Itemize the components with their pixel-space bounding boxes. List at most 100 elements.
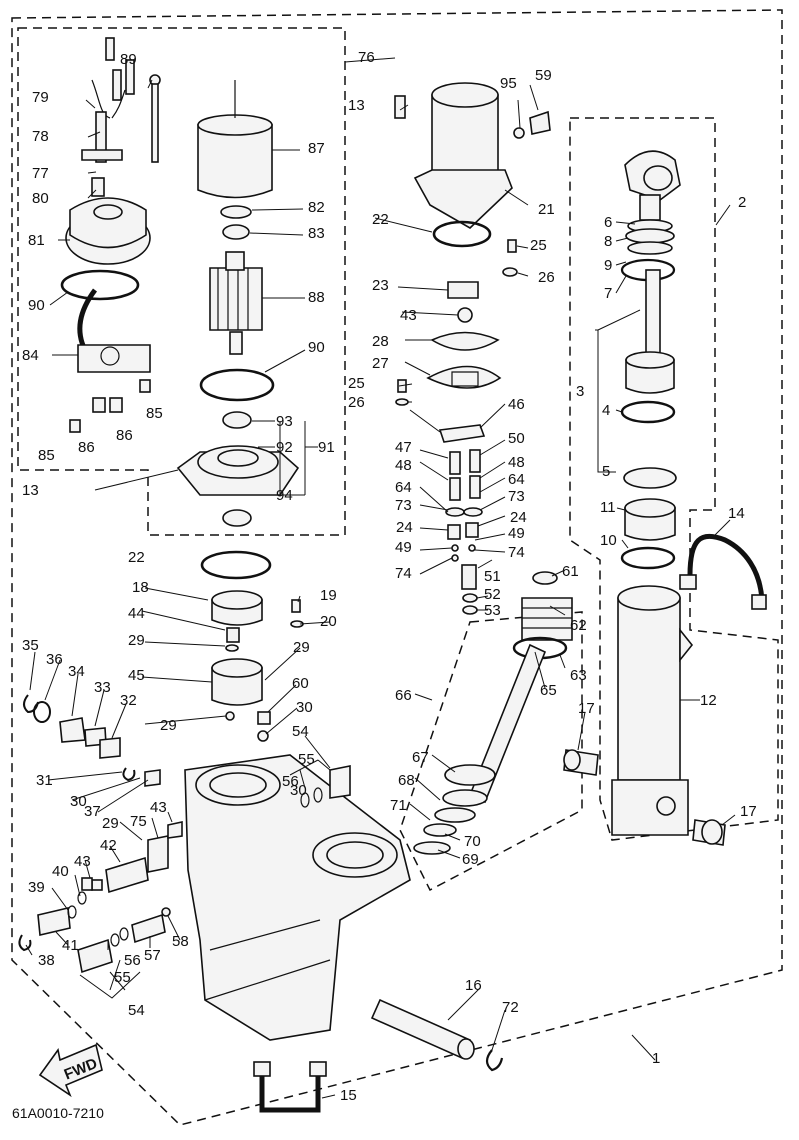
- callout-label: 33: [94, 679, 111, 696]
- callout-label: 56: [124, 952, 141, 969]
- callout-label: 56: [282, 773, 299, 790]
- callout-label: 46: [508, 396, 525, 413]
- callout-label: 52: [484, 586, 501, 603]
- callout-label: 14: [728, 505, 745, 522]
- callout-label: 57: [144, 947, 161, 964]
- callout-label: 39: [28, 879, 45, 896]
- callout-label: 59: [535, 67, 552, 84]
- callout-label: 86: [116, 427, 133, 444]
- tilt-piston: [413, 571, 573, 855]
- callout-label: 54: [292, 723, 309, 740]
- callout-label: 10: [600, 532, 617, 549]
- callout-label: 87: [308, 140, 325, 157]
- cylinder-subassembly-boundary: [569, 117, 779, 841]
- motor-parts: [60, 37, 300, 527]
- callout-label: 74: [508, 544, 525, 561]
- callout-label: 49: [395, 539, 412, 556]
- motor-subassembly-boundary: [17, 27, 346, 536]
- callout-label: 37: [84, 803, 101, 820]
- callout-label: 31: [36, 772, 53, 789]
- callout-label: 55: [298, 751, 315, 768]
- callout-label: 44: [128, 605, 145, 622]
- callout-label: 45: [128, 667, 145, 684]
- callout-label: 73: [395, 497, 412, 514]
- callout-label: 11: [600, 499, 616, 516]
- callout-label: 69: [462, 851, 479, 868]
- callout-label: 27: [372, 355, 389, 372]
- callout-label: 23: [372, 277, 389, 294]
- callout-label: 38: [38, 952, 55, 969]
- callout-label: 55: [114, 969, 131, 986]
- callout-label: 76: [358, 49, 375, 66]
- callout-label: 28: [372, 333, 389, 350]
- callout-label: 64: [508, 471, 525, 488]
- callout-label: 89: [120, 51, 137, 68]
- callout-label: 8: [604, 233, 612, 250]
- callout-label: 77: [32, 165, 49, 182]
- leader-lines: [25, 57, 736, 1099]
- callout-label: 67: [412, 749, 429, 766]
- callout-label: 32: [120, 692, 137, 709]
- callout-label: 79: [32, 89, 49, 106]
- callout-label: 17: [578, 700, 595, 717]
- valve-parts: [445, 449, 483, 615]
- drawing-code: 61A0010-7210: [12, 1105, 104, 1121]
- callout-label: 66: [395, 687, 412, 704]
- callout-label: 29: [102, 815, 119, 832]
- callout-label: 43: [150, 799, 167, 816]
- callout-label: 30: [290, 782, 307, 799]
- callout-label: 81: [28, 232, 45, 249]
- callout-label: 19: [320, 587, 337, 604]
- callout-label: 65: [540, 682, 557, 699]
- tilt-cylinder: [563, 150, 767, 846]
- callout-label: 80: [32, 190, 49, 207]
- callout-label: 93: [276, 413, 293, 430]
- callout-label: 4: [602, 402, 610, 419]
- callout-label: 63: [570, 667, 587, 684]
- fwd-arrow-icon: FWD: [38, 1043, 103, 1098]
- callout-label: 94: [276, 487, 293, 504]
- callout-label: 15: [340, 1087, 357, 1104]
- callout-label: 21: [538, 201, 555, 218]
- callout-label: 16: [465, 977, 482, 994]
- callout-label: 24: [510, 509, 527, 526]
- pump-body-parts: [18, 550, 504, 1113]
- callout-label: 43: [74, 853, 91, 870]
- callout-label: 90: [308, 339, 325, 356]
- callout-label: 5: [602, 463, 610, 480]
- reservoir-parts: [394, 82, 551, 443]
- callout-labels: 1 2 3 4 5 6 7 8 9 10 11 12 13 13 14 15 1…: [12, 49, 757, 1121]
- callout-label: 41: [62, 937, 79, 954]
- callout-label: 26: [538, 269, 555, 286]
- callout-label: 58: [172, 933, 189, 950]
- callout-label: 25: [348, 375, 365, 392]
- callout-label: 78: [32, 128, 49, 145]
- callout-label: 48: [395, 457, 412, 474]
- callout-label: 35: [22, 637, 39, 654]
- callout-label: 85: [38, 447, 55, 464]
- assembly-boundary: [11, 9, 783, 1126]
- callout-label: 17: [740, 803, 757, 820]
- callout-label: 30: [70, 793, 87, 810]
- callout-label: 95: [500, 75, 517, 92]
- callout-label: 71: [390, 797, 407, 814]
- callout-label: 73: [508, 488, 525, 505]
- callout-label: 64: [395, 479, 412, 496]
- callout-label: 2: [738, 194, 746, 211]
- callout-label: 9: [604, 257, 612, 274]
- callout-label: 84: [22, 347, 39, 364]
- callout-label: 3: [576, 383, 584, 400]
- callout-label: 29: [293, 639, 310, 656]
- callout-label: 85: [146, 405, 163, 422]
- callout-label: 13: [22, 482, 39, 499]
- callout-label: 60: [292, 675, 309, 692]
- callout-label: 24: [396, 519, 413, 536]
- callout-label: 29: [160, 717, 177, 734]
- callout-label: 48: [508, 454, 525, 471]
- callout-label: 50: [508, 430, 525, 447]
- callout-label: 43: [400, 307, 417, 324]
- callout-label: 51: [484, 568, 501, 585]
- callout-label: 68: [398, 772, 415, 789]
- callout-label: 1: [652, 1050, 660, 1067]
